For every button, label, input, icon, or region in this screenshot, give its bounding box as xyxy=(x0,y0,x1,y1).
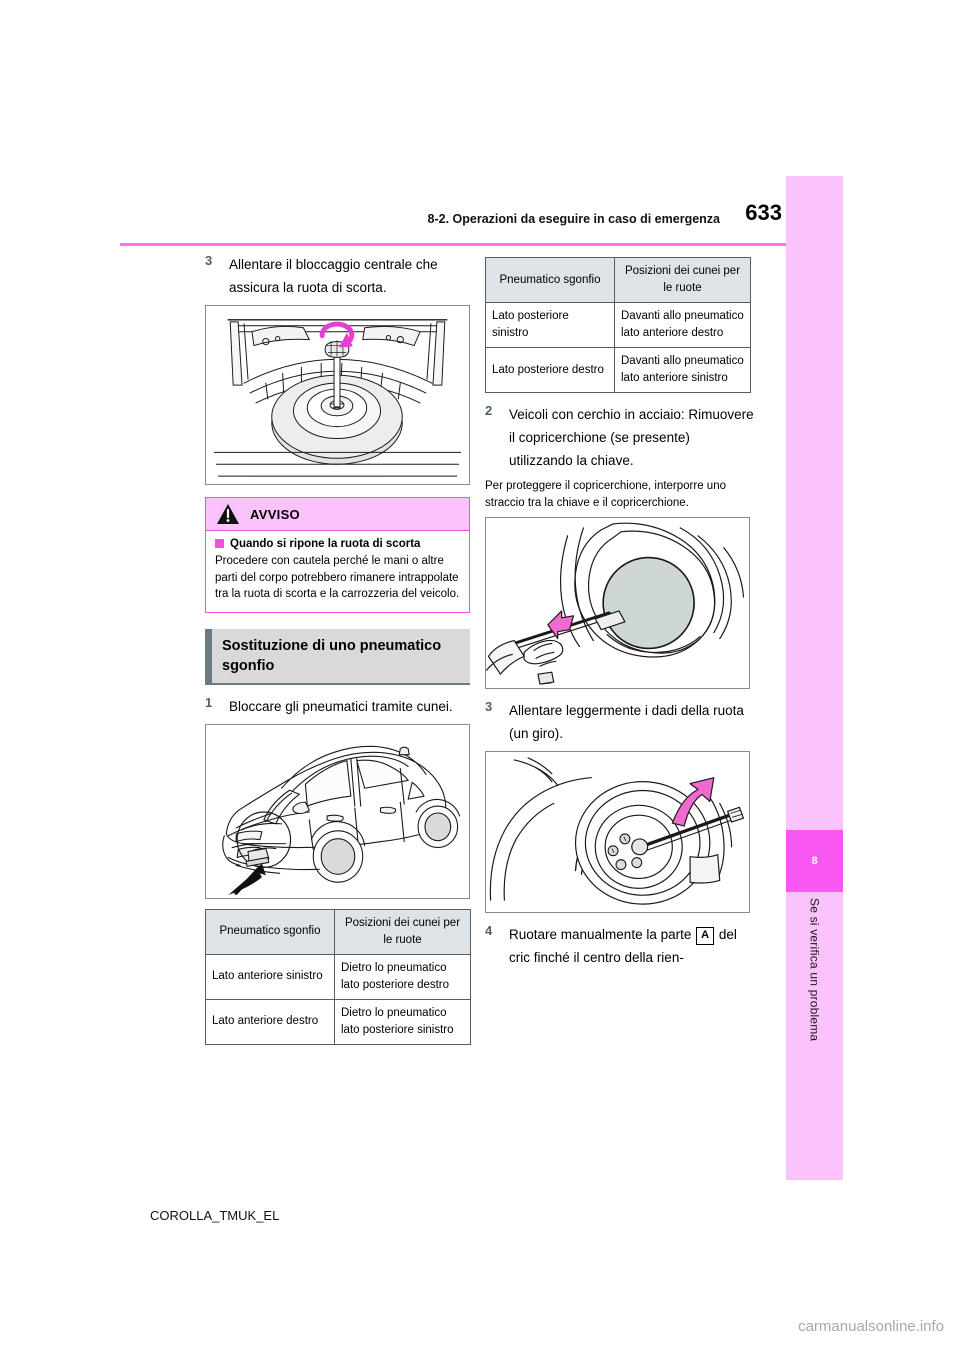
step-number: 2 xyxy=(485,403,493,418)
table-row: Lato posteriore destro Davanti allo pneu… xyxy=(485,347,751,393)
table-cell: Dietro lo pneumatico lato posteriore sin… xyxy=(334,998,471,1045)
rear-tire-chock-table: Pneumatico sgonfio Posizioni dei cunei p… xyxy=(485,257,751,393)
step-4-text-after: del cric finché il centro della rien- xyxy=(509,927,737,965)
table-cell: Lato anteriore destro xyxy=(205,998,335,1045)
table-cell: Davanti allo pneumatico lato anteriore d… xyxy=(614,302,751,348)
table-row: Lato posteriore sinistro Davanti allo pn… xyxy=(485,302,751,348)
table-header-cell: Pneumatico sgonfio xyxy=(205,908,335,955)
step-4-text-before: Ruotare manualmente la parte xyxy=(509,927,692,942)
warning-triangle-icon xyxy=(217,504,239,524)
square-bullet-icon xyxy=(215,539,224,548)
table-cell: Lato posteriore sinistro xyxy=(485,302,615,348)
step-text: Allentare il bloccaggio centrale che ass… xyxy=(229,257,438,295)
figure-loosen-wheel-nuts xyxy=(485,751,750,913)
chapter-side-tab xyxy=(786,176,843,1180)
watermark: carmanualsonline.info xyxy=(798,1318,944,1335)
figure-trunk-spare-wheel xyxy=(205,305,470,485)
table-cell: Lato anteriore sinistro xyxy=(205,953,335,1000)
warning-subtitle-row: Quando si ripone la ruota di scorta xyxy=(215,538,460,550)
warning-text: Procedere con cautela perché le mani o a… xyxy=(215,555,460,600)
right-column: Pneumatico sgonfio Posizioni dei cunei p… xyxy=(485,253,755,975)
left-column: 3 Allentare il bloccaggio centrale che a… xyxy=(205,253,475,1055)
step-1-chock-tires: 1 Bloccare gli pneumatici tramite cunei. xyxy=(205,695,475,718)
callout-marker-a: A xyxy=(696,927,715,945)
step-number: 3 xyxy=(205,253,213,268)
section-heading-title: Sostituzione di uno pneumatico sgonfio xyxy=(222,637,442,674)
section-heading: Sostituzione di uno pneumatico sgonfio xyxy=(205,628,470,685)
table-header-cell: Posizioni dei cunei per le ruote xyxy=(334,908,471,955)
warning-body: Quando si ripone la ruota di scorta Proc… xyxy=(206,531,469,612)
figure-hubcap-removal xyxy=(485,517,750,689)
step-text: Ruotare manualmente la parte A del cric … xyxy=(509,923,755,969)
table-cell: Davanti allo pneumatico lato anteriore s… xyxy=(614,347,751,393)
step-2-remove-hubcap: 2 Veicoli con cerchio in acciaio: Rimuov… xyxy=(485,403,755,472)
pointer-arrow-icon xyxy=(228,862,266,895)
loosen-direction-arrow-icon xyxy=(671,777,715,827)
table-row: Lato anteriore sinistro Dietro lo pneuma… xyxy=(205,953,471,1000)
step-3-store-spare: 3 Allentare il bloccaggio centrale che a… xyxy=(205,253,475,299)
chapter-number-badge: 8 xyxy=(786,830,843,892)
warning-box: AVVISO Quando si ripone la ruota di scor… xyxy=(205,497,470,613)
page-number: 633 xyxy=(745,200,782,225)
chapter-label-text: Se si verifica un problema xyxy=(807,898,822,1042)
step-text: Bloccare gli pneumatici tramite cunei. xyxy=(229,698,453,714)
step-number: 1 xyxy=(205,694,213,710)
table-cell: Dietro lo pneumatico lato posteriore des… xyxy=(334,953,471,1000)
step-number: 3 xyxy=(485,699,493,714)
step-3-loosen-nuts: 3 Allentare leggermente i dadi della ruo… xyxy=(485,699,755,745)
front-tire-chock-table: Pneumatico sgonfio Posizioni dei cunei p… xyxy=(205,908,471,1045)
running-head-title: 8-2. Operazioni da eseguire in caso di e… xyxy=(427,212,720,226)
step-text: Veicoli con cerchio in acciaio: Rimuover… xyxy=(509,407,754,468)
step-number: 4 xyxy=(485,923,493,938)
table-cell: Lato posteriore destro xyxy=(485,347,615,393)
table-header-cell: Posizioni dei cunei per le ruote xyxy=(614,257,751,303)
step-2-note: Per proteggere il copricerchione, interp… xyxy=(485,480,726,509)
table-header-row: Pneumatico sgonfio Posizioni dei cunei p… xyxy=(485,257,751,303)
chapter-number-text: 8 xyxy=(811,855,818,867)
table-header-row: Pneumatico sgonfio Posizioni dei cunei p… xyxy=(205,908,471,955)
warning-title: AVVISO xyxy=(250,506,300,522)
pry-direction-arrow-icon xyxy=(547,610,575,640)
warning-header: AVVISO xyxy=(206,498,469,531)
warning-subtitle: Quando si ripone la ruota di scorta xyxy=(230,538,421,550)
step-4-rotate-jack: 4 Ruotare manualmente la parte A del cri… xyxy=(485,923,755,969)
table-header-cell: Pneumatico sgonfio xyxy=(485,257,615,303)
step-text: Allentare leggermente i dadi della ruota… xyxy=(509,703,744,741)
document-code: COROLLA_TMUK_EL xyxy=(150,1208,280,1223)
table-row: Lato anteriore destro Dietro lo pneumati… xyxy=(205,998,471,1045)
chapter-label: Se si verifica un problema xyxy=(786,892,843,1182)
rotation-arrow-icon xyxy=(319,321,355,348)
figure-vehicle-overview xyxy=(205,723,470,899)
header-divider xyxy=(120,243,786,246)
